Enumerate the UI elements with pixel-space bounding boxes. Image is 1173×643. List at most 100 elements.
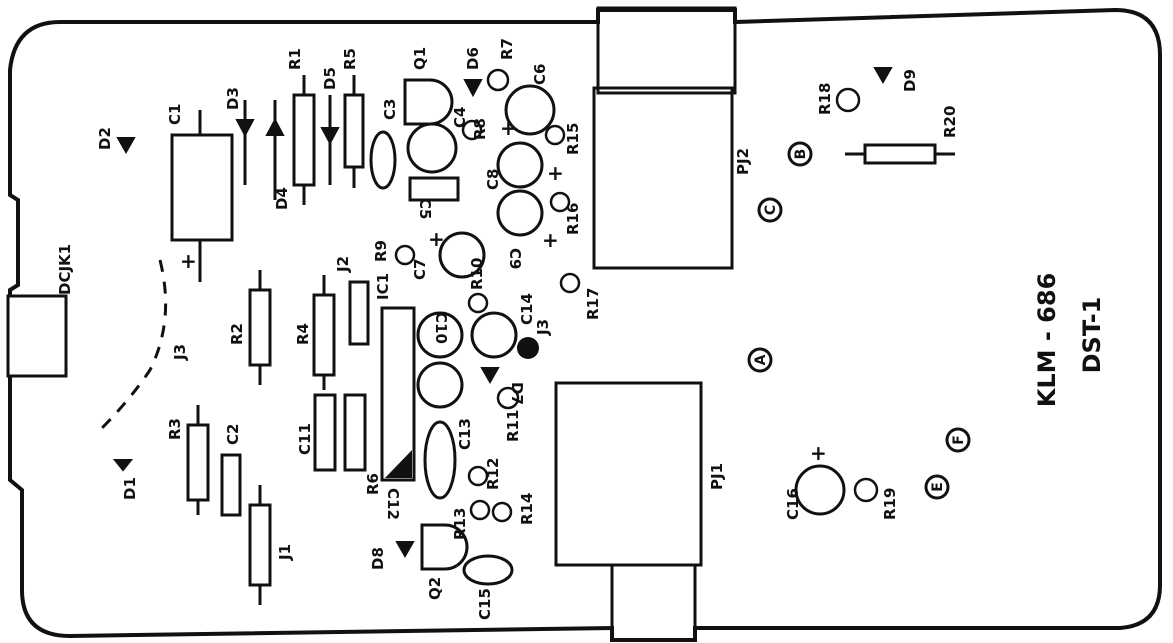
label-d3: D3	[224, 87, 242, 110]
label-c9: C9	[506, 248, 524, 269]
d6-diode	[463, 79, 483, 98]
c8-capacitor	[496, 141, 544, 189]
dc-jack-body	[6, 294, 68, 378]
label-r19: R19	[881, 488, 899, 520]
label-c12: C12	[384, 488, 402, 520]
tp-b-label: B	[793, 149, 809, 160]
label-r6: R6	[364, 473, 382, 495]
r13-pad	[469, 499, 491, 521]
label-c11: C11	[296, 423, 314, 455]
r17-pad	[559, 272, 581, 294]
label-j3a: J3	[171, 344, 189, 361]
d2-diode	[116, 137, 136, 155]
label-c8: C8	[484, 169, 502, 190]
d4-diode	[265, 117, 285, 136]
label-d9: D9	[901, 69, 919, 92]
label-d1: D1	[121, 477, 139, 500]
label-c1: C1	[166, 104, 184, 125]
c13-capacitor	[423, 420, 457, 500]
j1-body	[248, 503, 272, 587]
label-d5: D5	[321, 67, 339, 90]
tp-c-label: C	[763, 205, 779, 215]
c9-capacitor	[496, 189, 544, 237]
c7-capacitor	[438, 231, 486, 279]
label-c2: C2	[224, 424, 242, 445]
label-c3: C3	[381, 99, 399, 120]
r19-pad	[853, 477, 879, 503]
c15-capacitor	[462, 554, 514, 586]
label-r7: R7	[498, 38, 516, 60]
r3-body	[186, 423, 210, 502]
r12-pad	[467, 465, 489, 487]
label-pj1: PJ1	[708, 463, 726, 490]
bottom-connector	[610, 563, 697, 642]
r15-pad	[544, 124, 566, 146]
polarity-mark: +	[542, 228, 559, 252]
r6-body	[343, 393, 367, 472]
j3-jumper	[98, 259, 168, 432]
label-c10: C10	[432, 312, 450, 344]
j2-body	[348, 280, 370, 346]
label-j2: J2	[334, 256, 352, 273]
tp-c-circle	[757, 197, 783, 223]
r4-body	[312, 293, 336, 377]
label-c14: C14	[518, 293, 536, 325]
label-pj2: PJ2	[734, 148, 752, 175]
label-c5: C5	[416, 198, 434, 219]
r14-pad	[491, 501, 513, 523]
label-r15: R15	[564, 123, 582, 155]
ic1-body	[380, 306, 416, 482]
label-r13: R13	[451, 508, 469, 540]
label-r11: R11	[504, 410, 522, 442]
label-d8: D8	[369, 547, 387, 570]
label-r14: R14	[518, 493, 536, 525]
label-r1: R1	[286, 48, 304, 70]
label-q1: Q1	[411, 47, 429, 70]
c16-capacitor	[794, 464, 846, 516]
label-c15: C15	[476, 588, 494, 620]
label-r12: R12	[484, 458, 502, 490]
c1-body	[170, 133, 234, 242]
d8-diode	[395, 541, 415, 559]
c10-capacitor	[416, 311, 464, 359]
tp-e-label: E	[930, 482, 946, 492]
q1-transistor	[403, 78, 454, 126]
d1-diode	[112, 459, 134, 472]
label-c7: C7	[411, 259, 429, 280]
pj1-housing	[554, 381, 703, 567]
polarity-mark: +	[180, 249, 197, 273]
board-model-title: KLM - 686	[1033, 273, 1061, 408]
c4-capacitor	[406, 122, 458, 174]
label-d6: D6	[464, 47, 482, 70]
c5-body	[408, 176, 460, 202]
top-connector	[596, 6, 737, 95]
r9-pad	[394, 244, 416, 266]
label-c6: C6	[531, 64, 549, 85]
c3-capacitor	[369, 130, 397, 190]
label-r10: R10	[468, 258, 486, 290]
r2-body	[248, 288, 272, 367]
label-r18: R18	[816, 83, 834, 115]
label-q2: Q2	[426, 577, 444, 600]
d5-diode	[320, 127, 340, 146]
j3-pad	[517, 337, 539, 359]
r1-body	[292, 93, 316, 187]
c14-capacitor	[470, 311, 518, 359]
label-dcjk1: DCJK1	[56, 244, 74, 295]
label-r3: R3	[166, 418, 184, 440]
label-j3b: J3	[534, 319, 552, 336]
label-c16: C16	[784, 488, 802, 520]
r16-pad	[549, 191, 571, 213]
tp-f-circle	[945, 427, 971, 453]
pj2-housing	[592, 86, 734, 270]
label-d2: D2	[96, 127, 114, 150]
r20-body	[863, 143, 937, 165]
polarity-mark: +	[810, 441, 827, 465]
r10-pad	[467, 292, 489, 314]
r11-pad	[496, 386, 520, 410]
polarity-mark: +	[500, 116, 517, 140]
label-ic1: IC1	[374, 273, 392, 300]
label-r16: R16	[564, 203, 582, 235]
c2-body	[220, 453, 242, 517]
